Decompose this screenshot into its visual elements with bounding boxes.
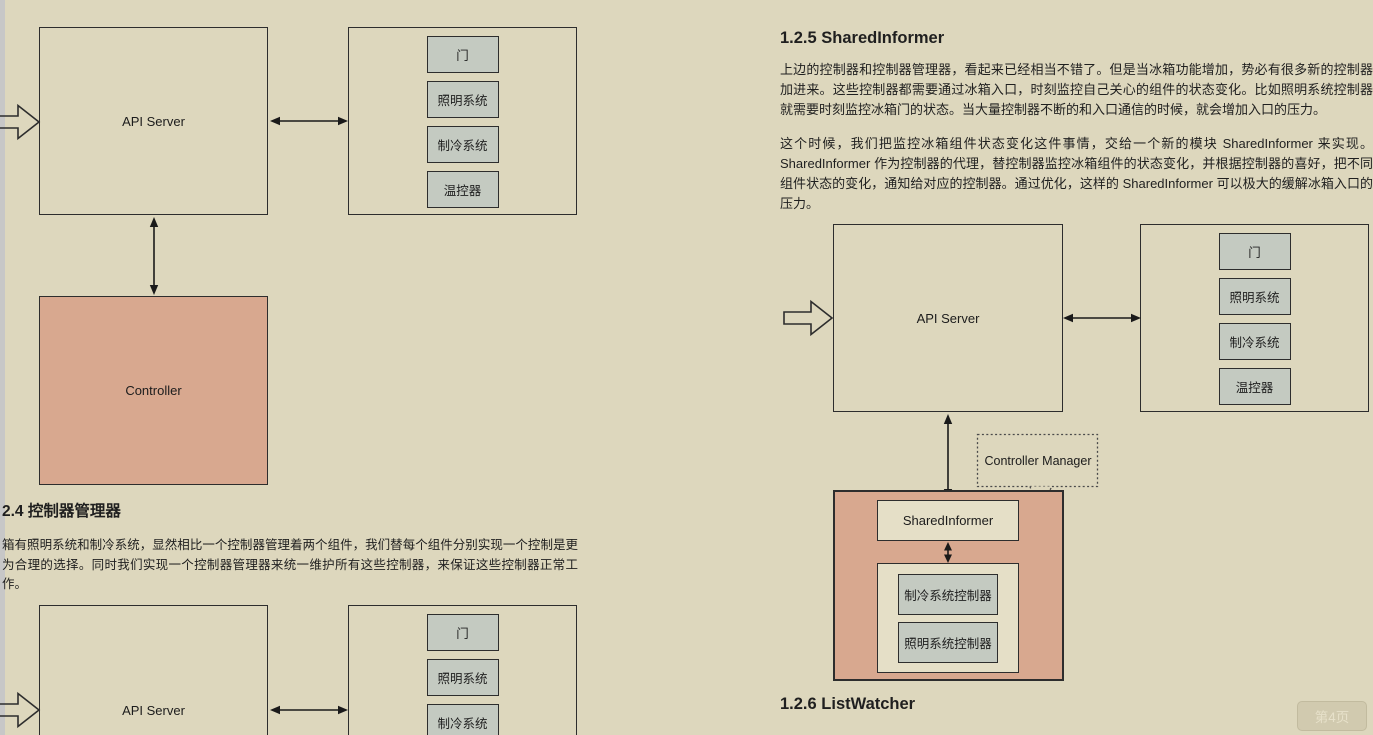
connector-double-arrow-vertical	[943, 414, 953, 499]
block-arrow-icon	[0, 691, 41, 729]
block-arrow-icon	[783, 299, 834, 337]
controller-label: Controller	[125, 383, 182, 398]
component-cooling: 制冷系统	[426, 126, 499, 163]
cooling-controller-box: 制冷系统控制器	[898, 574, 998, 615]
connector-double-arrow-vertical	[944, 542, 952, 563]
section-heading-2-4: 2.4 控制器管理器	[2, 503, 121, 520]
callout-label: Controller Manager	[984, 453, 1092, 468]
section-paragraph: 箱有照明系统和制冷系统，显然相比一个控制器管理着两个组件，我们替每个组件分别实现…	[2, 538, 578, 591]
section-paragraph-2: 这个时候，我们把监控冰箱组件状态变化这件事情，交给一个新的模块 SharedIn…	[780, 136, 1373, 211]
section-heading-1-2-5: 1.2.5 SharedInformer	[780, 29, 945, 47]
component-lighting: 照明系统	[1218, 278, 1291, 315]
api-server-box: API Server	[833, 224, 1063, 412]
connector-double-arrow-horizontal	[1063, 313, 1141, 323]
api-server-label: API Server	[122, 702, 185, 718]
component-cooling: 制冷系统	[426, 704, 499, 735]
component-lighting: 照明系统	[426, 81, 499, 118]
component-door: 门	[1218, 233, 1291, 270]
api-server-label: API Server	[916, 310, 980, 326]
section-heading-1-2-6: 1.2.6 ListWatcher	[780, 695, 916, 713]
connector-double-arrow-horizontal	[270, 116, 348, 126]
window-edge-strip	[0, 0, 5, 735]
components-box: 门 照明系统 制冷系统 温控器	[1140, 224, 1369, 412]
component-thermostat: 温控器	[426, 171, 499, 208]
lighting-controller-box: 照明系统控制器	[898, 622, 998, 663]
connector-double-arrow-horizontal	[270, 705, 348, 715]
page-number-badge: 第4页	[1297, 701, 1367, 731]
component-cooling: 制冷系统	[1218, 323, 1291, 360]
page-number-label: 第4页	[1314, 710, 1350, 725]
api-server-box: API Server	[39, 605, 268, 735]
block-arrow-icon	[0, 103, 41, 141]
api-server-box: API Server	[39, 27, 268, 215]
components-box: 门 照明系统 制冷系统 温控器	[348, 27, 577, 215]
component-door: 门	[426, 614, 499, 651]
component-door: 门	[426, 36, 499, 73]
shared-informer-label: SharedInformer	[902, 513, 994, 528]
controller-box: Controller	[39, 296, 268, 485]
api-server-label: API Server	[122, 113, 185, 129]
component-lighting: 照明系统	[426, 659, 499, 696]
component-thermostat: 温控器	[1218, 368, 1291, 405]
components-box: 门 照明系统 制冷系统	[348, 605, 577, 735]
section-paragraph-1: 上边的控制器和控制器管理器，看起来已经相当不错了。但是当冰箱功能增加，势必有很多…	[780, 62, 1373, 117]
connector-double-arrow-vertical	[149, 217, 159, 295]
shared-informer-box: SharedInformer	[877, 500, 1019, 541]
